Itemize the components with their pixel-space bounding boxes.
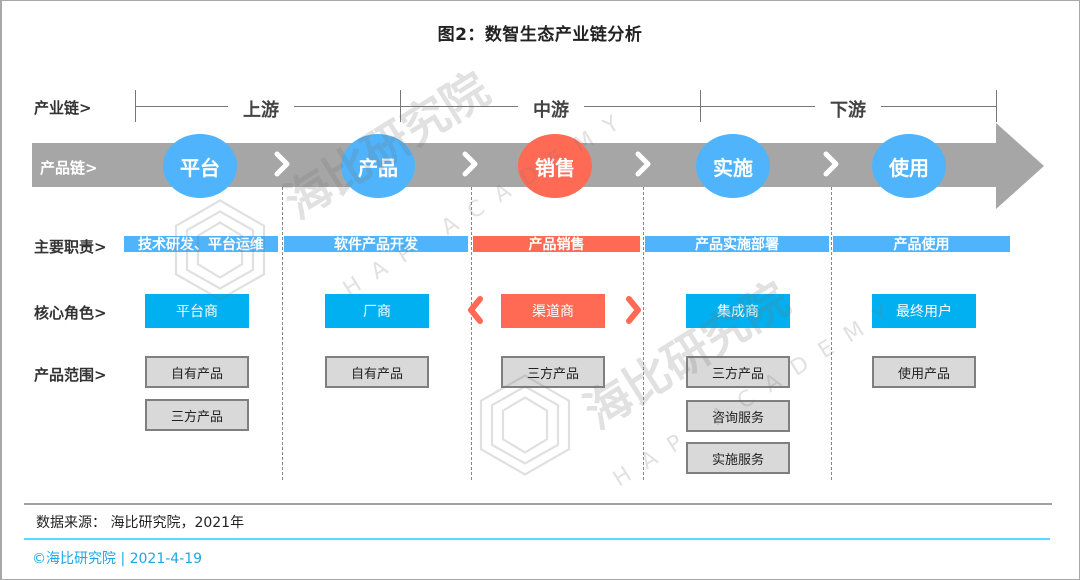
scope-box: 三方产品	[686, 356, 790, 388]
segment-tick	[400, 90, 401, 122]
segment-label-midstream: 中游	[518, 96, 584, 122]
duty-bar-product: 软件产品开发	[284, 236, 468, 252]
chevron-right-icon	[635, 151, 651, 177]
scope-box: 三方产品	[501, 356, 605, 388]
segment-tick	[996, 90, 997, 122]
duty-bar-implementation: 产品实施部署	[645, 236, 829, 252]
role-box-channel-vendor: 渠道商	[501, 294, 605, 328]
segment-label-downstream: 下游	[815, 96, 881, 122]
chevron-right-icon	[462, 151, 478, 177]
row-label-duties: 主要职责>	[34, 238, 107, 256]
column-divider	[643, 187, 644, 480]
stage-bubble-platform: 平台	[163, 134, 237, 198]
data-source: 数据来源： 海比研究院，2021年	[36, 515, 245, 531]
chevron-right-icon	[274, 151, 290, 177]
stage-bubble-product: 产品	[341, 134, 415, 198]
scope-box: 实施服务	[686, 442, 790, 474]
scope-box: 自有产品	[145, 356, 249, 388]
column-divider	[282, 187, 283, 480]
segment-tick	[700, 90, 701, 122]
segment-label-upstream: 上游	[228, 96, 294, 122]
duty-bar-platform: 技术研发、平台运维	[124, 236, 278, 252]
row-label-roles: 核心角色>	[34, 304, 107, 322]
stage-bubble-usage: 使用	[872, 134, 946, 198]
chevron-right-icon	[626, 296, 641, 324]
footer-divider	[24, 538, 1050, 540]
role-box-manufacturer: 厂商	[325, 294, 429, 328]
role-box-end-user: 最终用户	[872, 294, 976, 328]
scope-box: 三方产品	[145, 399, 249, 431]
watermark-logo-icon	[479, 374, 571, 476]
stage-bubble-sales: 销售	[518, 134, 592, 198]
scope-box: 咨询服务	[686, 400, 790, 432]
diagram-title: 图2：数智生态产业链分析	[437, 25, 643, 45]
source-divider	[24, 503, 1052, 505]
chevron-right-icon	[823, 151, 839, 177]
column-divider	[471, 187, 472, 480]
footer-copyright: ©海比研究院 | 2021-4-19	[32, 551, 203, 567]
watermark-logo-icon	[174, 199, 266, 301]
scope-box: 自有产品	[325, 356, 429, 388]
stage-bubble-implementation: 实施	[696, 134, 770, 198]
role-box-integrator: 集成商	[686, 294, 790, 328]
arrow-head	[996, 123, 1044, 209]
chevron-left-icon	[468, 296, 483, 324]
row-label-product-chain: 产品链>	[40, 159, 98, 177]
row-label-industry-chain: 产业链>	[34, 99, 92, 117]
row-label-scope: 产品范围>	[34, 366, 107, 384]
duty-bar-usage: 产品使用	[833, 236, 1010, 252]
segment-tick	[135, 90, 136, 122]
duty-bar-sales: 产品销售	[473, 236, 640, 252]
scope-box: 使用产品	[872, 356, 976, 388]
column-divider	[831, 187, 832, 480]
role-box-platform-vendor: 平台商	[145, 294, 249, 328]
